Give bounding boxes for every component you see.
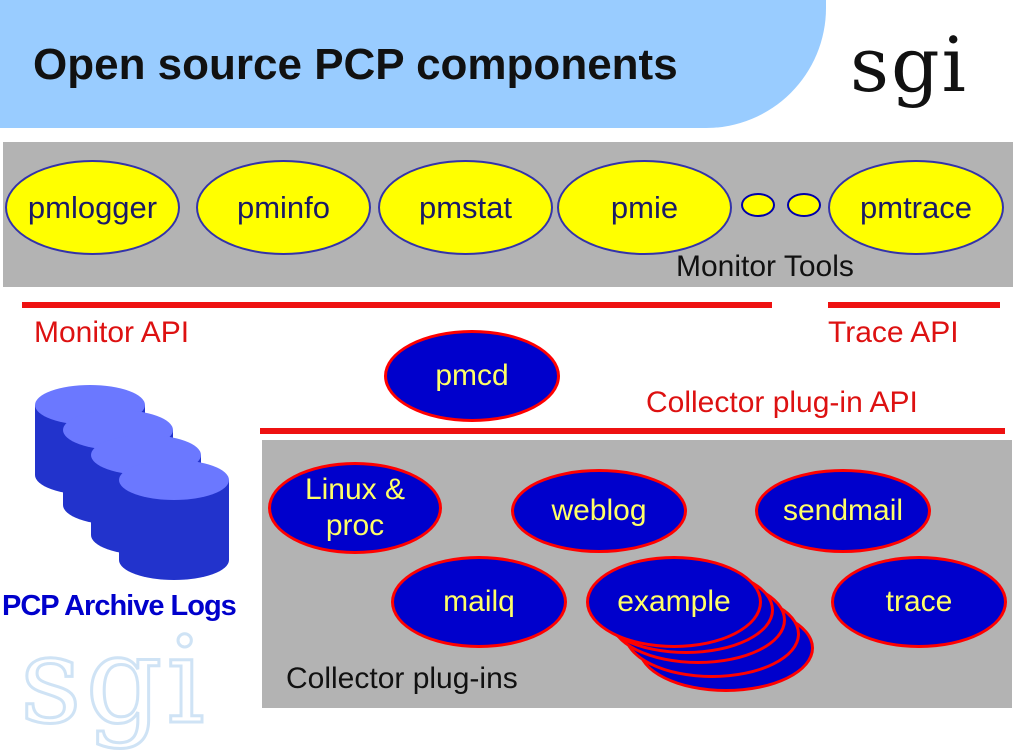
trace-api-label: Trace API — [828, 316, 959, 349]
ellipsis-oval — [787, 193, 821, 217]
collector-linux-proc: Linux & proc — [268, 462, 442, 554]
title-banner — [0, 0, 826, 128]
archive-cylinder — [119, 460, 229, 580]
collector-example: example — [586, 556, 762, 648]
monitor-tools-label: Monitor Tools — [676, 250, 854, 283]
collector-trace: trace — [831, 556, 1007, 648]
slide-title: Open source PCP components — [33, 40, 678, 89]
collector-plugins-label: Collector plug-ins — [286, 662, 518, 695]
sgi-watermark: sgi — [19, 611, 209, 751]
archive-logs-label: PCP Archive Logs — [2, 590, 237, 622]
tool-pminfo: pminfo — [196, 160, 371, 255]
trace-api-line — [828, 302, 1000, 308]
collector-weblog: weblog — [511, 469, 687, 553]
collector-mailq: mailq — [391, 556, 567, 648]
tool-pmie: pmie — [557, 160, 732, 255]
ellipsis-oval — [741, 193, 775, 217]
tool-pmtrace: pmtrace — [828, 160, 1004, 255]
collector-api-line — [260, 428, 1005, 434]
collector-api-label: Collector plug-in API — [646, 386, 918, 419]
sgi-logo: sgi — [850, 20, 968, 109]
archive-cylinders-icon — [35, 385, 229, 580]
monitor-api-label: Monitor API — [34, 316, 190, 349]
monitor-api-line — [22, 302, 772, 308]
tool-pmstat: pmstat — [378, 160, 553, 255]
tool-pmlogger: pmlogger — [5, 160, 180, 255]
collector-sendmail: sendmail — [755, 469, 931, 553]
pmcd-daemon: pmcd — [384, 330, 560, 422]
